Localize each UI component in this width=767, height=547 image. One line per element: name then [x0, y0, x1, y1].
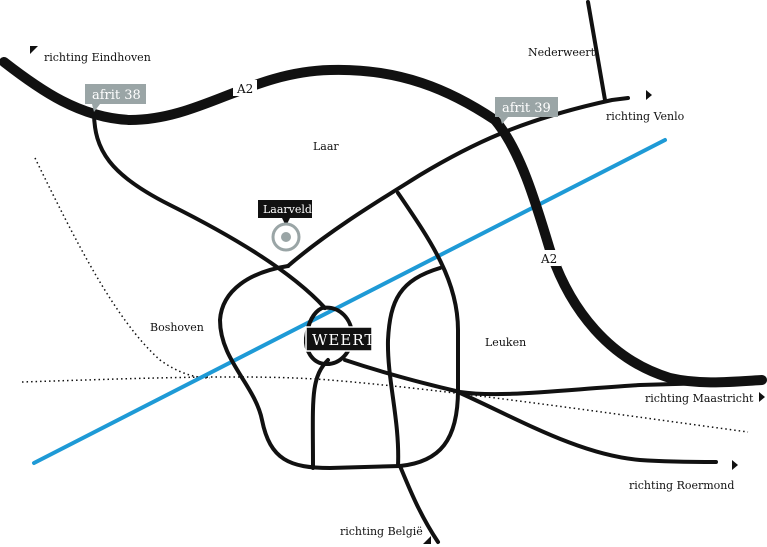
road-to-nederweert [586, 0, 607, 102]
city-weert-label: WEERT [312, 331, 375, 349]
a2-label-1: A2 [236, 82, 253, 96]
road-afrit38-centre [92, 110, 327, 310]
laarveld-label: Laarveld [263, 203, 312, 216]
place-laar: Laar [313, 140, 339, 153]
highway-a2-east [490, 115, 767, 388]
laarveld-marker: Laarveld [258, 200, 312, 252]
highway-a2-west [0, 57, 500, 125]
place-boshoven: Boshoven [150, 321, 204, 334]
railway-line [32, 138, 667, 465]
city-weert: WEERT [305, 326, 375, 352]
road-inner-east [385, 266, 442, 468]
centre-loop [303, 305, 354, 367]
a2-label-2: A2 [540, 252, 557, 266]
target-icon [271, 222, 301, 252]
arrow-venlo-icon [646, 90, 652, 100]
place-leuken: Leuken [485, 336, 526, 349]
dotted-path-west [34, 157, 211, 379]
exit-39-sign: afrit 39 [495, 97, 558, 124]
exit-38-sign: afrit 38 [85, 84, 146, 112]
road-to-roermond [456, 390, 718, 464]
ring-road [218, 191, 460, 470]
arrow-eindhoven-icon [30, 46, 38, 54]
a2-label-bg-2 [537, 250, 561, 266]
place-nederweert: Nederweert [528, 46, 596, 59]
arrow-roermond-icon [732, 460, 738, 470]
a2-label-bg-1 [233, 80, 257, 96]
exit-38-label: afrit 38 [92, 88, 141, 103]
dotted-border-line [21, 376, 749, 433]
direction-roermond: richting Roermond [629, 479, 734, 492]
exit-39-label: afrit 39 [502, 101, 551, 116]
road-centre-maastricht [343, 358, 747, 397]
arrow-belgie-icon [423, 536, 431, 544]
road-to-belgie [398, 464, 440, 544]
direction-belgie: richting België [340, 525, 423, 538]
road-centre-northeast [286, 96, 630, 268]
direction-eindhoven: richting Eindhoven [44, 51, 151, 64]
direction-venlo: richting Venlo [606, 110, 685, 123]
direction-maastricht: richting Maastricht [645, 392, 754, 405]
road-inner-southwest [310, 358, 330, 470]
arrow-maastricht-icon [759, 392, 765, 402]
